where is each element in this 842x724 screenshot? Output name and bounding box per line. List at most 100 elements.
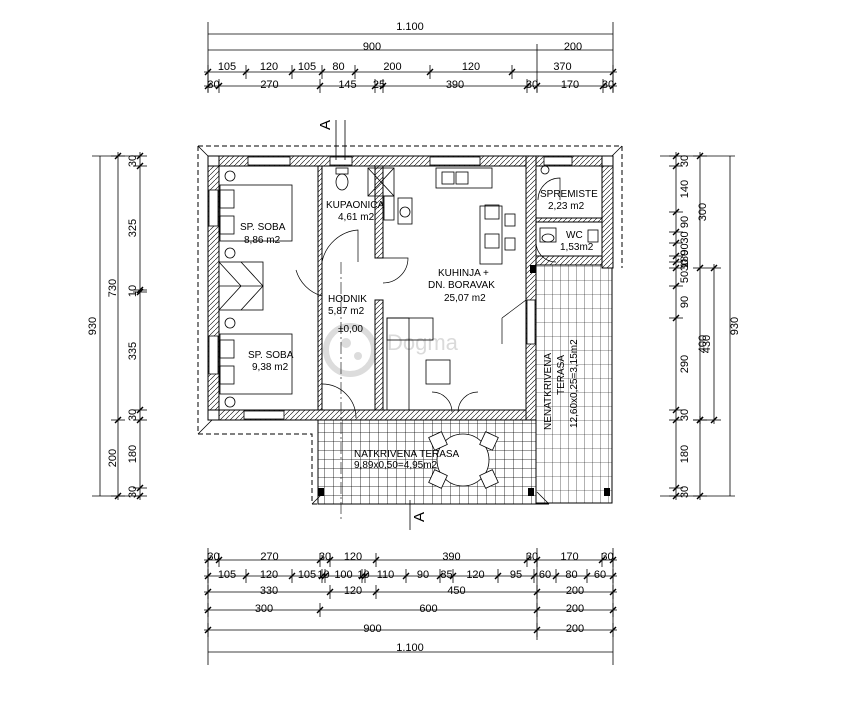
- bottom-row2-6: 110: [377, 569, 395, 581]
- hall-area: 5,87 m2: [328, 306, 365, 317]
- top-row2-3: 25: [373, 79, 385, 91]
- top-sub-right: 200: [564, 41, 582, 53]
- right-col1-12: 30: [679, 486, 691, 498]
- bottom-row4-2: 200: [566, 603, 584, 615]
- left-inner-5: 180: [127, 445, 139, 463]
- right-col1-6: 30: [679, 259, 691, 271]
- bottom-row2-8: 35: [440, 569, 452, 581]
- windows: [208, 156, 573, 420]
- bottom-row1-7: 30: [601, 551, 613, 563]
- right-col1-10: 30: [679, 409, 691, 421]
- armchair: [425, 359, 451, 385]
- top-row1-3: 80: [332, 61, 344, 73]
- kitchen-name: KUHINJA +: [438, 268, 489, 279]
- top-row1-2: 105: [298, 61, 316, 73]
- right-col1-2: 90: [679, 216, 691, 228]
- wc-area: 1,53m2: [560, 242, 594, 253]
- top-row2-7: 30: [602, 79, 614, 91]
- storage-name: SPREMISTE: [540, 189, 598, 200]
- top-row2-1: 270: [260, 79, 278, 91]
- bottom-row1-6: 170: [560, 551, 578, 563]
- shower: [367, 167, 395, 197]
- right-col1-0: 30: [679, 155, 691, 167]
- bedroom1-area: 8,86 m2: [244, 235, 281, 246]
- top-row1-4: 200: [383, 61, 401, 73]
- columns: [207, 155, 614, 496]
- bottom-row2-0: 105: [218, 569, 236, 581]
- top-row1-0: 105: [218, 61, 236, 73]
- left-mid-1: 200: [107, 449, 119, 467]
- section-marker-bottom: A: [411, 512, 428, 522]
- right-col1-7: 50: [679, 271, 691, 283]
- kitchen-area: 25,07 m2: [444, 293, 486, 304]
- section-marker-top: A: [317, 120, 334, 130]
- wc-name: WC: [566, 230, 583, 241]
- bed-2: [219, 333, 293, 395]
- open-terrace-area: 12,60x0,25=3,15m2: [569, 339, 580, 428]
- bottom-row3-2: 450: [447, 585, 465, 597]
- furniture: [218, 165, 599, 489]
- top-row2-6: 170: [561, 79, 579, 91]
- left-inner-6: 30: [127, 486, 139, 498]
- right-col1-5: 180: [679, 250, 691, 268]
- top-row1-6: 370: [553, 61, 571, 73]
- bottom-row2-7: 90: [417, 569, 429, 581]
- bottom-row1-3: 120: [344, 551, 362, 563]
- right-total: 930: [729, 317, 741, 335]
- bottom-row2-11: 60: [539, 569, 551, 581]
- right-col3-0: 430: [701, 335, 713, 353]
- bedroom2-area: 9,38 m2: [252, 362, 289, 373]
- top-row1-5: 120: [462, 61, 480, 73]
- bottom-row4-0: 300: [255, 603, 273, 615]
- top-row2-2: 145: [338, 79, 356, 91]
- bottom-row1-2: 30: [319, 551, 331, 563]
- bedroom2-name: SP. SOBA: [248, 350, 294, 361]
- bottom-row1-4: 390: [442, 551, 460, 563]
- bottom-row5-0: 900: [363, 623, 381, 635]
- kitchen-counter: [435, 167, 493, 189]
- bottom-row3-1: 120: [344, 585, 362, 597]
- room-labels: SP. SOBA 8,86 m2 KUPAONICA 4,61 m2 SPREM…: [240, 189, 598, 471]
- left-inner-2: 10: [127, 285, 139, 297]
- covered-terrace-area: 9,89x0,50=4,95m2: [354, 460, 438, 471]
- watermark-text: Dogma: [387, 330, 459, 355]
- open-terrace-name-2: TERASA: [556, 355, 567, 395]
- bottom-row2-1: 120: [260, 569, 278, 581]
- watermark: Dogma: [323, 323, 459, 377]
- level-mark: ±0,00: [338, 324, 363, 335]
- top-total: 1.100: [396, 21, 424, 33]
- bottom-row1-5: 30: [526, 551, 538, 563]
- left-inner-4: 30: [127, 409, 139, 421]
- section-line: A A: [317, 120, 428, 530]
- bottom-row1-0: 30: [207, 551, 219, 563]
- bottom-row2-2: 105: [298, 569, 316, 581]
- bedroom1-name: SP. SOBA: [240, 222, 286, 233]
- hall-name: HODNIK: [328, 294, 367, 305]
- right-col1-4: 90: [679, 243, 691, 255]
- right-col2-1: 400: [697, 335, 709, 353]
- top-row2-5: 30: [526, 79, 538, 91]
- bottom-row5-1: 200: [566, 623, 584, 635]
- bed-1: [219, 184, 293, 242]
- left-inner-0: 30: [127, 155, 139, 167]
- right-col1-8: 90: [679, 296, 691, 308]
- top-sub-left: 900: [363, 41, 381, 53]
- bottom-row2-9: 120: [466, 569, 484, 581]
- left-mid-0: 730: [107, 279, 119, 297]
- bottom-row1-1: 270: [260, 551, 278, 563]
- bottom-row3-3: 200: [566, 585, 584, 597]
- covered-terrace-name: NATKRIVENA TERASA: [354, 449, 460, 460]
- open-terrace-name: NENATKRIVENA: [543, 353, 554, 430]
- dining-table: [479, 205, 503, 265]
- doors: [295, 177, 561, 419]
- bottom-row3-0: 330: [260, 585, 278, 597]
- bottom-row2-4: 100: [334, 569, 352, 581]
- left-inner-1: 325: [127, 219, 139, 237]
- storage-area: 2,23 m2: [548, 201, 585, 212]
- bottom-row2-12: 80: [565, 569, 577, 581]
- right-col1-1: 140: [679, 180, 691, 198]
- bottom-row4-1: 600: [419, 603, 437, 615]
- right-col1-9: 290: [679, 355, 691, 373]
